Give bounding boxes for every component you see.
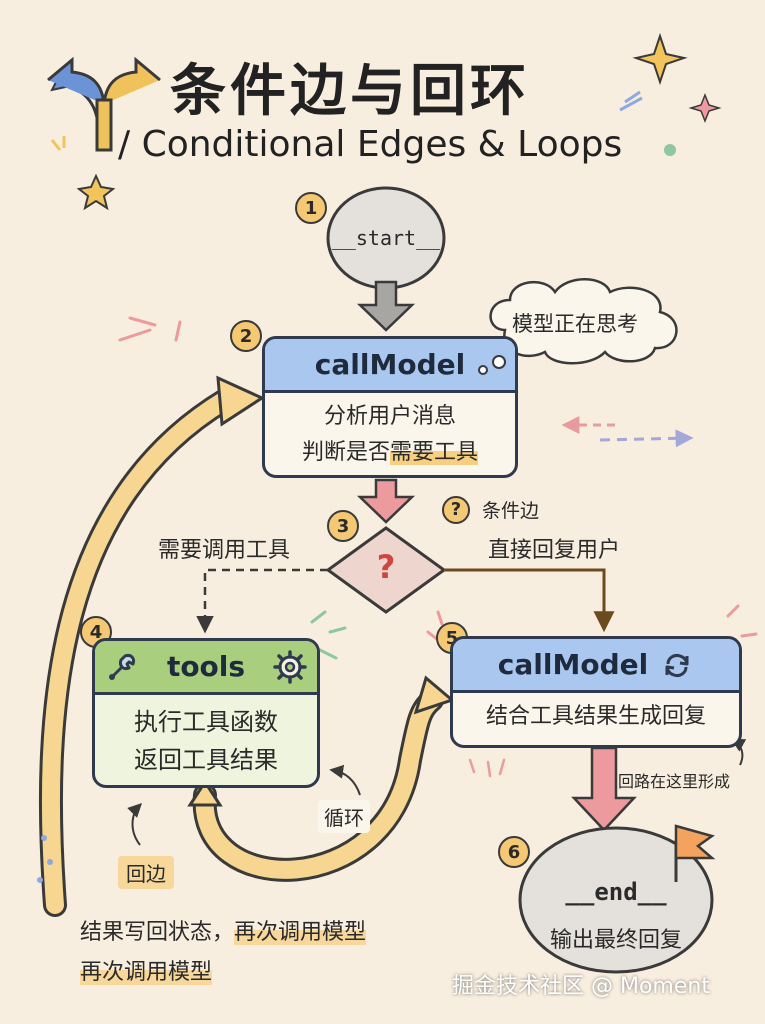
- refresh-icon: [665, 653, 689, 677]
- question-badge-icon: ?: [442, 496, 470, 524]
- callmodel-node-1-line2: 判断是否需要工具: [265, 435, 515, 471]
- edge-need-tool: [196, 568, 328, 634]
- arrow-callmodel2-to-end: [571, 746, 637, 832]
- tools-node-line1: 执行工具函数: [134, 708, 278, 736]
- reply-directly-label: 直接回复用户: [488, 538, 621, 563]
- callmodel-node-1-body: 分析用户消息 判断是否需要工具: [265, 393, 515, 471]
- page-title: 条件边与回环: [170, 59, 530, 124]
- loop-label: 循环: [318, 800, 370, 833]
- result-caption-line1-highlight: 再次调用模型: [234, 920, 367, 945]
- gear-icon: [273, 649, 307, 684]
- end-node-sublabel: 输出最终回复: [549, 928, 682, 953]
- condition-diamond-shape: [325, 526, 447, 614]
- wrench-icon: [109, 653, 135, 680]
- star-icon: [688, 92, 722, 124]
- bubble-dot: [492, 355, 506, 369]
- step-badge-2: 2: [230, 320, 262, 352]
- result-caption-line2: 再次调用模型: [80, 954, 213, 986]
- callmodel-node-1-title: callModel: [314, 348, 466, 381]
- callmodel-node-2-header: callModel: [453, 639, 739, 693]
- tools-node-line2: 返回工具结果: [134, 746, 278, 774]
- star-icon: [76, 173, 116, 211]
- back-edge-label: 回边: [118, 856, 174, 889]
- tools-node-header: tools: [95, 641, 317, 695]
- condition-edge-label: 条件边: [482, 500, 540, 522]
- step-badge-3: 3: [327, 510, 359, 542]
- arrow-callmodel-to-condition: [356, 478, 416, 524]
- callmodel-node-1-header: callModel: [265, 339, 515, 393]
- watermark: 掘金技术社区 @ Moment: [452, 974, 710, 999]
- edge-reply-directly: [444, 568, 615, 633]
- condition-question-icon: ?: [376, 548, 396, 586]
- star-icon: [632, 32, 688, 86]
- start-node-label: __start__: [331, 226, 441, 250]
- loop-formed-label: 回路在这里形成: [618, 772, 731, 791]
- arrow-start-to-callmodel: [356, 280, 416, 332]
- callmodel-node-1-line1: 分析用户消息: [323, 404, 456, 429]
- end-node-label: __end__: [565, 878, 667, 906]
- callmodel-node-2: callModel 结合工具结果生成回复: [450, 636, 742, 748]
- end-node-shape: [518, 826, 714, 974]
- result-caption-line1: 结果写回状态，再次调用模型: [80, 914, 367, 946]
- result-caption-line2-text: 再次调用模型: [80, 960, 213, 985]
- callmodel-node-2-line1: 结合工具结果生成回复: [485, 704, 706, 729]
- split-arrows-icon: [47, 56, 161, 152]
- callmodel-node-2-title: callModel: [497, 648, 649, 681]
- step-badge-6: 6: [498, 836, 530, 868]
- callmodel-node-1-line2-highlight: 需要工具: [390, 440, 479, 465]
- callmodel-node-1-line2-prefix: 判断是否: [301, 440, 390, 465]
- bubble-dot: [478, 365, 488, 375]
- tools-node-title: tools: [166, 650, 246, 683]
- tools-node-body: 执行工具函数 返回工具结果: [95, 695, 317, 779]
- result-caption-line1-prefix: 结果写回状态，: [80, 920, 235, 945]
- callmodel-node-1: callModel 分析用户消息 判断是否需要工具: [262, 336, 518, 478]
- flag-icon: [674, 824, 716, 882]
- thinking-cloud-label: 模型正在思考: [512, 312, 638, 336]
- page-subtitle: / Conditional Edges & Loops: [118, 124, 623, 165]
- step-badge-1: 1: [295, 192, 327, 224]
- callmodel-node-2-body: 结合工具结果生成回复: [453, 693, 739, 737]
- need-tool-label: 需要调用工具: [158, 538, 291, 563]
- tools-node: tools 执行工具函数 返回工具结果: [92, 638, 320, 788]
